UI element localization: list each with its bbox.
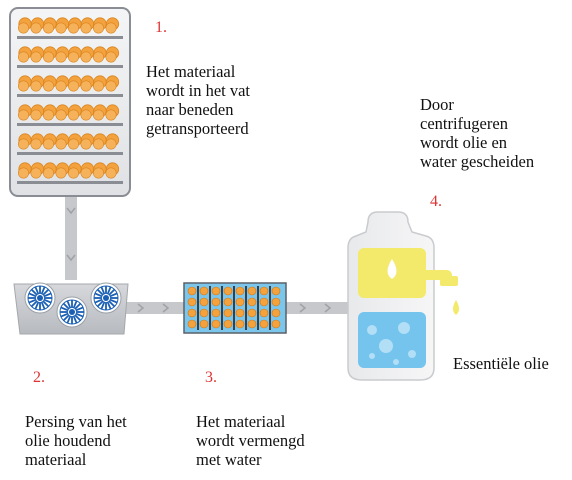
step-3-number: 3. bbox=[205, 369, 217, 386]
material-particle bbox=[211, 286, 221, 296]
material-row bbox=[17, 104, 123, 126]
material-particle bbox=[259, 308, 269, 318]
water-bubbles bbox=[367, 322, 416, 365]
press-wheel-icon bbox=[90, 282, 122, 314]
pipe-mixer-to-separator bbox=[286, 302, 348, 314]
material-row bbox=[17, 46, 123, 68]
material-row bbox=[17, 162, 123, 184]
material-particle bbox=[247, 286, 257, 296]
material-particle bbox=[259, 319, 269, 329]
arrow-down-icon bbox=[66, 254, 76, 262]
oil-drop-icon bbox=[387, 259, 397, 279]
press-wheel-icon bbox=[56, 296, 88, 328]
material-row bbox=[17, 133, 123, 155]
material-particle bbox=[199, 297, 209, 307]
material-particle bbox=[187, 297, 197, 307]
material-particle bbox=[235, 319, 245, 329]
material-particle bbox=[247, 308, 257, 318]
oil-drip-icon bbox=[453, 300, 459, 315]
material-particle bbox=[271, 297, 281, 307]
material-particle bbox=[271, 319, 281, 329]
material-particle bbox=[187, 308, 197, 318]
connector-arrows bbox=[65, 195, 348, 314]
bubble-icon bbox=[408, 350, 416, 358]
press-machine bbox=[13, 282, 129, 335]
material-particle bbox=[199, 319, 209, 329]
material-particle bbox=[271, 308, 281, 318]
material-particle bbox=[271, 286, 281, 296]
material-particle bbox=[211, 319, 221, 329]
material-particle bbox=[235, 286, 245, 296]
pipe-press-to-mixer bbox=[125, 302, 187, 314]
vat-material-rows bbox=[17, 17, 123, 184]
arrow-down-icon bbox=[66, 207, 76, 215]
material-particle bbox=[211, 297, 221, 307]
mixer-tank bbox=[183, 282, 287, 334]
press-wheel-icon bbox=[24, 282, 56, 314]
material-particle bbox=[247, 297, 257, 307]
material-particle bbox=[235, 297, 245, 307]
bubble-icon bbox=[398, 322, 410, 334]
pipe-vat-to-press bbox=[65, 195, 77, 280]
material-particle bbox=[187, 286, 197, 296]
material-row bbox=[17, 75, 123, 97]
arrow-right-icon bbox=[299, 303, 307, 313]
centrifuge-separator bbox=[347, 211, 459, 381]
step-1-number: 1. bbox=[155, 19, 167, 36]
material-particle bbox=[211, 308, 221, 318]
essential-oil-label: Essentiële olie bbox=[453, 354, 549, 373]
material-particle bbox=[259, 297, 269, 307]
step-2-description: Persing van het olie houdend materiaal bbox=[25, 412, 127, 469]
bubble-icon bbox=[393, 359, 399, 365]
arrow-right-icon bbox=[324, 303, 332, 313]
bubble-icon bbox=[367, 325, 377, 335]
material-particle bbox=[235, 308, 245, 318]
material-particle bbox=[223, 319, 233, 329]
material-particle bbox=[223, 308, 233, 318]
step-3-description: Het materiaal wordt vermengd met water bbox=[196, 412, 305, 469]
arrow-right-icon bbox=[137, 303, 145, 313]
vat-container bbox=[9, 7, 131, 197]
press-wheels bbox=[24, 282, 122, 328]
material-particle bbox=[199, 308, 209, 318]
step-2-number: 2. bbox=[33, 369, 45, 386]
material-particle bbox=[247, 319, 257, 329]
material-row bbox=[17, 17, 123, 39]
material-particle bbox=[223, 286, 233, 296]
material-particle bbox=[199, 286, 209, 296]
material-particle bbox=[187, 319, 197, 329]
material-particle bbox=[259, 286, 269, 296]
bubble-icon bbox=[379, 339, 393, 353]
step-1-description: Het materiaal wordt in het vat naar bene… bbox=[146, 62, 251, 138]
step-4-description: Door centrifugeren wordt olie en water g… bbox=[420, 95, 535, 171]
bubble-icon bbox=[369, 353, 375, 359]
mixer-material bbox=[187, 286, 281, 330]
arrow-right-icon bbox=[162, 303, 170, 313]
water-chamber bbox=[358, 312, 426, 368]
step-4-number: 4. bbox=[430, 193, 442, 210]
material-particle bbox=[223, 297, 233, 307]
